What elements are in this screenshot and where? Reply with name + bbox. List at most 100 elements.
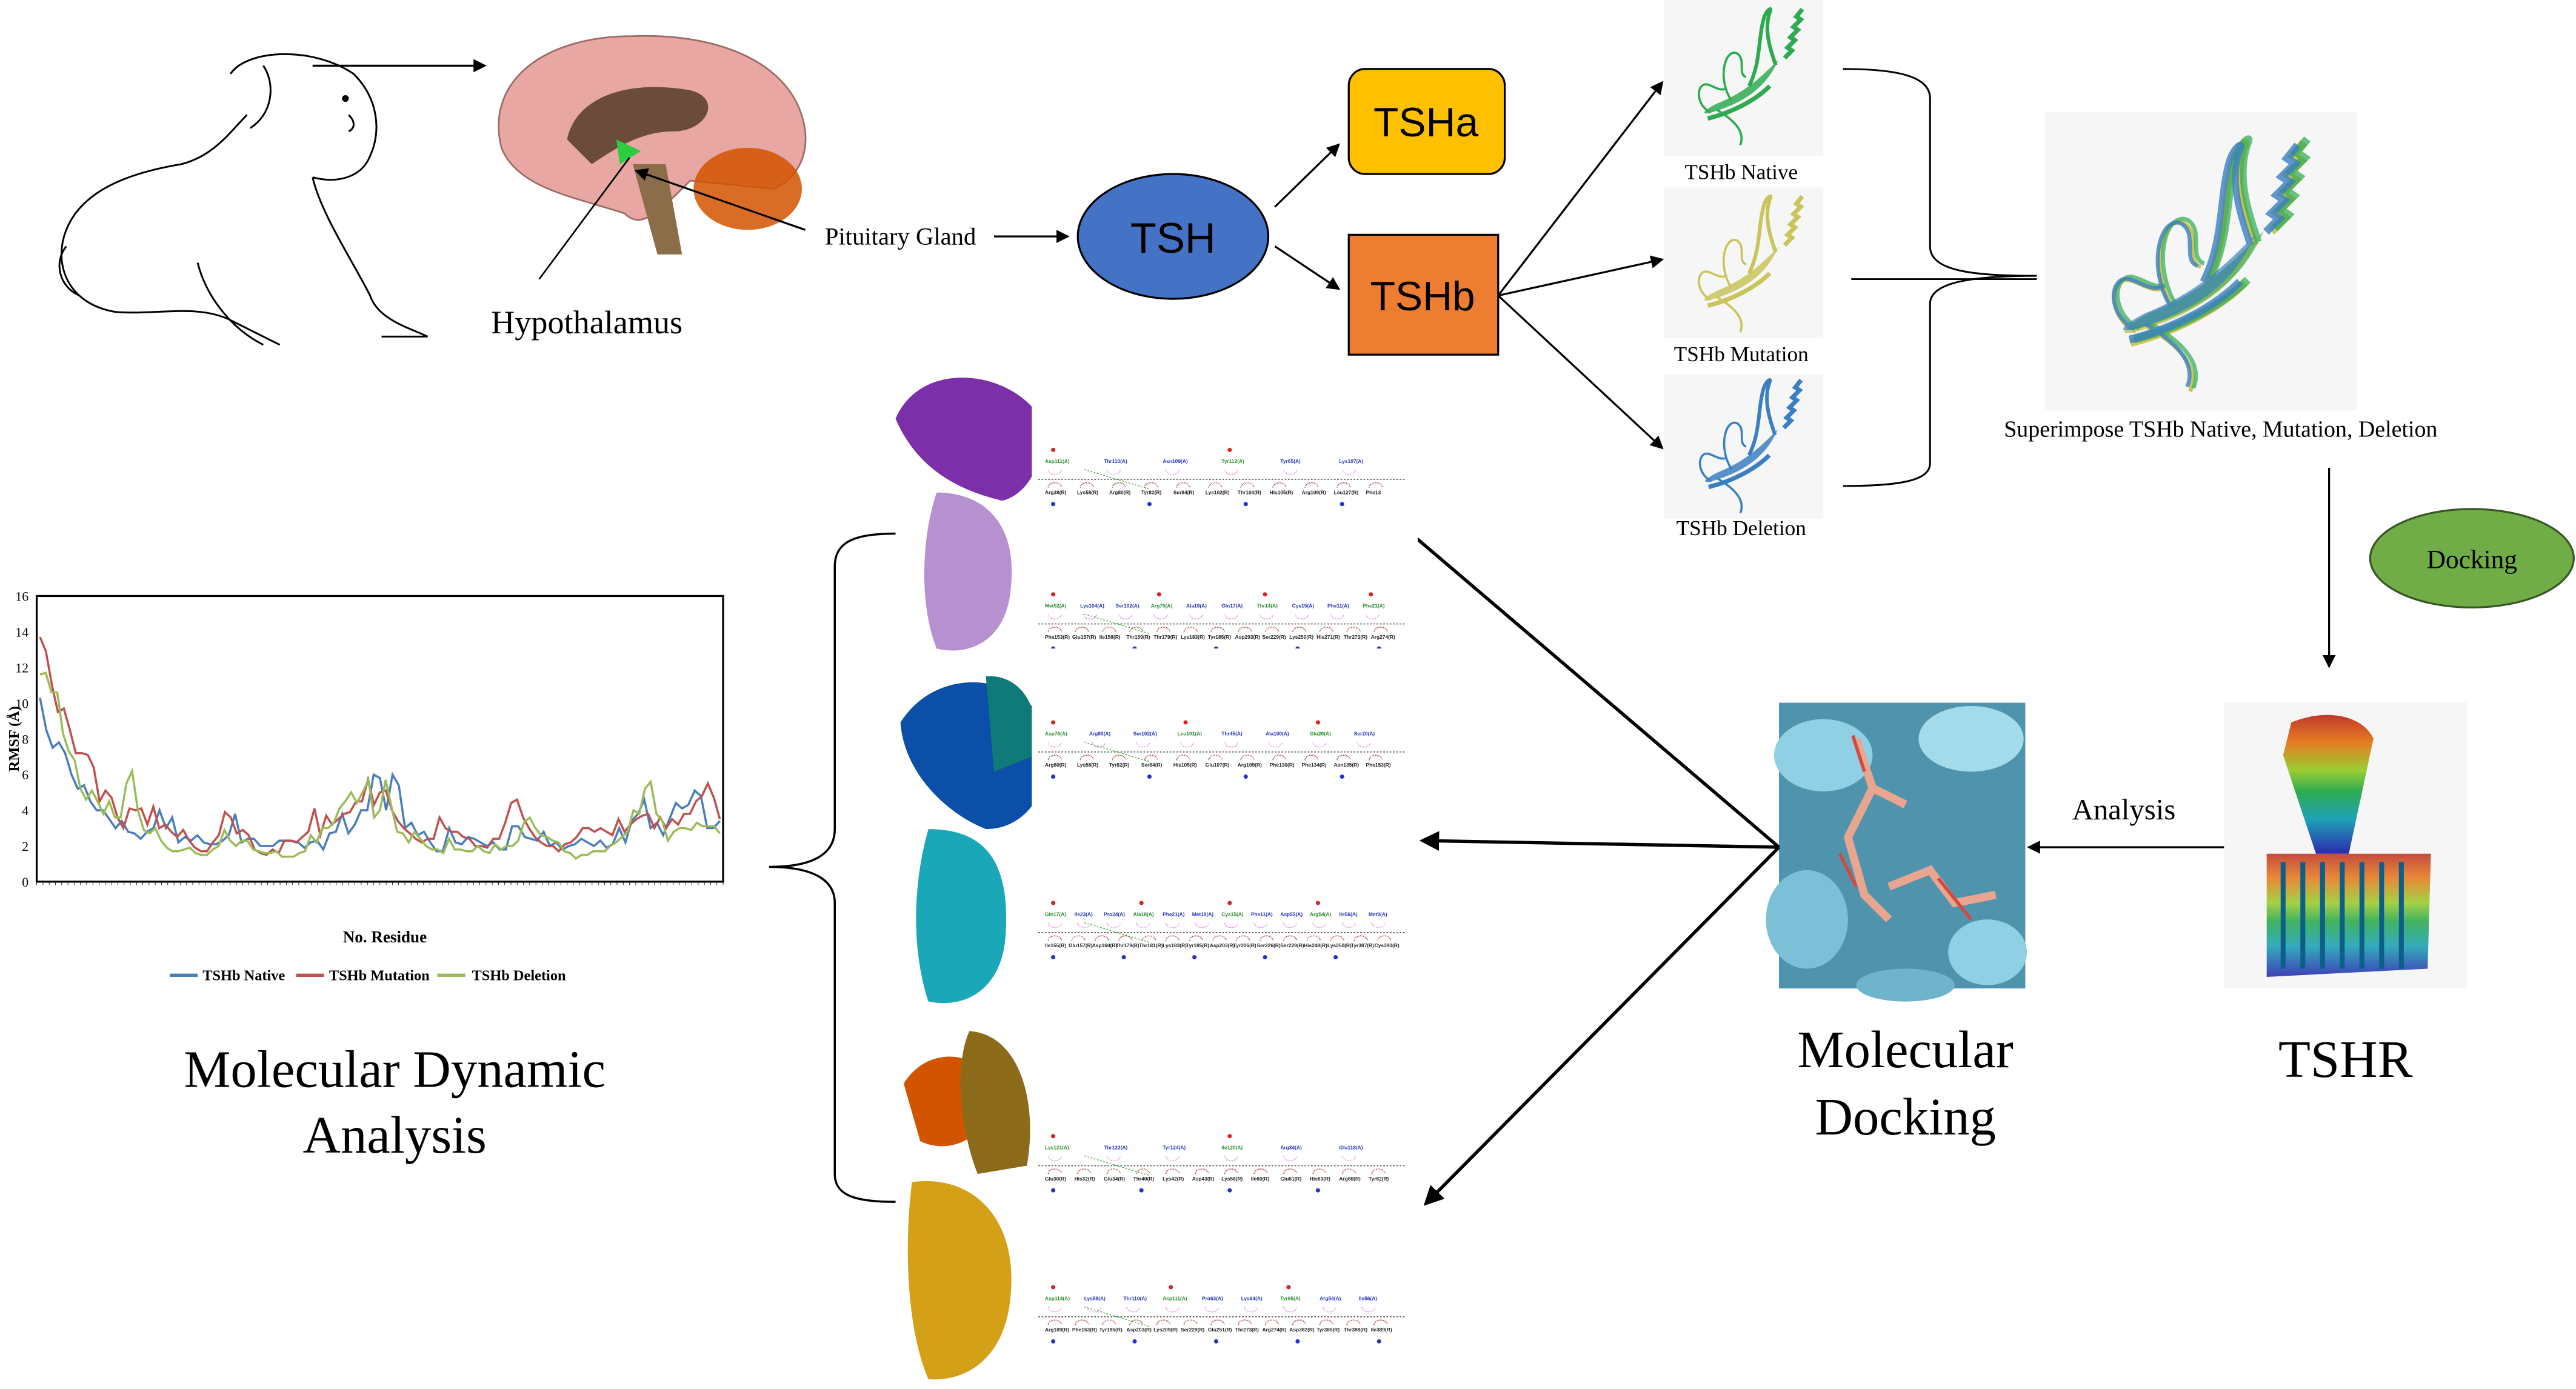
hydrophobic-contact-icon (1136, 742, 1150, 748)
residue-label: Arg274(R) (1262, 1327, 1286, 1333)
residue-label: Arg34(A) (1280, 1144, 1302, 1150)
residue-label: Thr14(A) (1257, 602, 1278, 608)
hydrophobic-contact-icon (1136, 1168, 1150, 1174)
residue-label: Thr388(R) (1344, 1327, 1367, 1333)
y-tick-label: 0 (22, 875, 28, 890)
atom-icon (1121, 954, 1126, 959)
residue-label: Arg80(R) (1339, 1176, 1361, 1182)
residue-label: Ile56(A) (1359, 1296, 1377, 1302)
hydrophobic-contact-icon (1047, 627, 1062, 633)
residue-label: Tyr112(A) (1221, 458, 1244, 464)
hydrophobic-contact-icon (1260, 614, 1274, 620)
residue-label: Leu101(A) (1177, 731, 1202, 737)
residue-label: Glu34(R) (1104, 1176, 1125, 1182)
hydrophobic-contact-icon (1126, 1307, 1141, 1313)
residue-label: Ser84(R) (1173, 489, 1195, 495)
hydrophobic-contact-icon (1240, 754, 1255, 761)
hydrophobic-contact-icon (1047, 935, 1062, 941)
hydrogen-bond (1084, 922, 1150, 943)
hydrophobic-contact-icon (1304, 754, 1319, 761)
hydrophobic-contact-icon (1272, 754, 1287, 761)
residue-label: His105(R) (1173, 762, 1197, 768)
residue-label: Lys42(R) (1163, 1176, 1184, 1182)
residue-label: Tyr124(A) (1163, 1144, 1186, 1150)
residue-label: Glu26(A) (1310, 731, 1331, 737)
residue-label: Phe21(A) (1163, 911, 1185, 918)
y-tick-label: 8 (22, 732, 28, 747)
residue-label: Tyr82(R) (1109, 762, 1130, 768)
hydrophobic-contact-icon (1330, 935, 1344, 941)
series-line-tshb-native (39, 698, 721, 853)
hydrophobic-contact-icon (1153, 614, 1168, 620)
residue-label: Cys390(R) (1375, 942, 1400, 948)
residue-label: Tyr206(R) (1233, 942, 1256, 948)
tshb-to-native-arrow (1497, 81, 1664, 296)
hydrophobic-contact-icon (1118, 614, 1133, 620)
legend-mutation: TSHb Mutation (329, 967, 430, 984)
residue-label: Asp203(R) (1210, 942, 1235, 948)
hydrogen-bond (1084, 613, 1150, 635)
hydrophobic-contact-icon (1047, 469, 1062, 475)
tsh-to-tshb-arrow (1274, 245, 1341, 290)
hydrophobic-contact-icon (1306, 935, 1321, 941)
hydrophobic-contact-icon (1238, 627, 1252, 633)
residue-label: Thr181(R) (1139, 942, 1163, 948)
hydrophobic-contact-icon (1283, 1307, 1298, 1313)
residue-label: Ile158(R) (1099, 634, 1121, 640)
hydrophobic-contact-icon (1283, 922, 1298, 928)
atom-icon (1315, 720, 1320, 725)
hydrophobic-contact-icon (1106, 1168, 1121, 1174)
hydrophobic-contact-icon (1087, 1307, 1101, 1313)
tsha-node: TSHa (1347, 68, 1506, 175)
tshb-node: TSHb (1347, 233, 1500, 356)
analysis-label: Analysis (2072, 793, 2176, 826)
residue-label: Tyr185(R) (1186, 942, 1209, 948)
hydrogen-bond (1084, 741, 1150, 762)
residue-label: Asp160(R) (1092, 942, 1118, 948)
residue-label: Phe11(A) (1327, 602, 1349, 608)
residue-label: Arg109(R) (1045, 1327, 1069, 1333)
hydrophobic-contact-icon (1112, 754, 1126, 761)
hydrophobic-contact-icon (1369, 754, 1383, 761)
ligand-molecule (1843, 738, 1997, 922)
hydrophobic-contact-icon (1260, 935, 1274, 941)
residue-label: Thr179(R) (1116, 942, 1140, 948)
residue-label: Asp111(A) (1163, 1296, 1187, 1302)
hydrophobic-contact-icon (1336, 754, 1351, 761)
y-axis-label: RMSF (Å) (5, 706, 22, 771)
hydrophobic-contact-icon (1136, 922, 1150, 928)
residue-label: Arg80(R) (1109, 489, 1131, 495)
y-tick-label: 12 (15, 661, 28, 675)
residue-label: Glu157(R) (1069, 942, 1093, 948)
atom-icon (1132, 1339, 1137, 1344)
hydrophobic-contact-icon (1165, 935, 1180, 941)
hydrophobic-contact-icon (1092, 742, 1106, 748)
residue-label: His63(R) (1310, 1176, 1330, 1182)
hydrophobic-contact-icon (1189, 935, 1203, 941)
hydrophobic-contact-icon (1292, 627, 1307, 633)
residue-label: Thr273(R) (1344, 634, 1367, 640)
hydrophobic-contact-icon (1077, 1168, 1092, 1174)
residue-label: Gln17(A) (1045, 911, 1066, 918)
atom-icon (1333, 954, 1338, 959)
residue-label: Ala18(A) (1133, 911, 1154, 918)
hydrophobic-contact-icon (1208, 482, 1223, 488)
atom-icon (1227, 901, 1232, 905)
residue-label: Glu30(R) (1045, 1176, 1066, 1182)
residue-label: Tyr82(R) (1369, 1176, 1389, 1182)
residue-label: His248(R) (1304, 942, 1327, 948)
residue-label: Lys107(A) (1339, 458, 1363, 464)
hydrophobic-contact-icon (1342, 922, 1356, 928)
atom-icon (1369, 592, 1373, 597)
hypothalamus-pointer (538, 157, 630, 280)
residue-label: Phe130(R) (1270, 762, 1295, 768)
atom-icon (1051, 502, 1056, 507)
atom-icon (1263, 954, 1267, 959)
residue-label: Thr40(R) (1133, 1176, 1155, 1182)
tsh-to-tsha-arrow (1274, 143, 1340, 208)
hydrophobic-contact-icon (1141, 935, 1156, 941)
hydrophobic-contact-icon (1319, 1319, 1334, 1325)
hydrophobic-contact-icon (1165, 922, 1180, 928)
residue-label: Phe153(R) (1072, 1327, 1097, 1333)
